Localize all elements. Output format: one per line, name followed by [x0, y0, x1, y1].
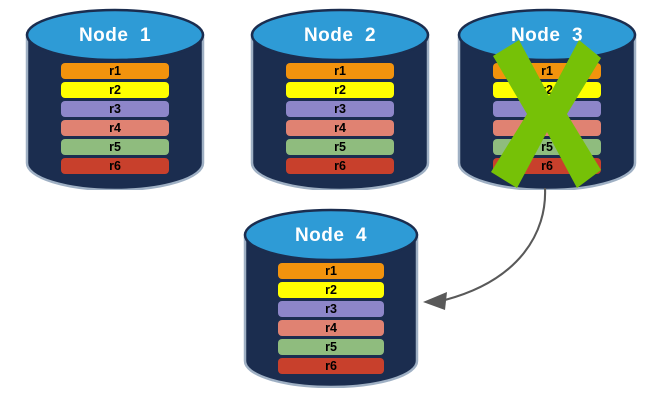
row-label: r5 — [109, 139, 121, 154]
row-label: r2 — [109, 82, 121, 97]
row-label: r3 — [334, 101, 346, 116]
node-1[interactable]: Node 1 r1 r2 r3 r4 r5 r6 — [25, 8, 205, 190]
row-label: r1 — [325, 263, 337, 278]
row-item[interactable]: r2 — [61, 82, 169, 98]
row-label: r2 — [541, 82, 553, 97]
row-label: r1 — [109, 63, 121, 78]
row-item[interactable]: r6 — [61, 158, 169, 174]
row-item[interactable]: r4 — [493, 120, 601, 136]
row-item[interactable]: r4 — [278, 320, 384, 336]
row-label: r3 — [541, 101, 553, 116]
row-item[interactable]: r3 — [286, 101, 394, 117]
row-item[interactable]: r5 — [61, 139, 169, 155]
row-item[interactable]: r3 — [493, 101, 601, 117]
row-item[interactable]: r4 — [61, 120, 169, 136]
row-item[interactable]: r6 — [493, 158, 601, 174]
row-item[interactable]: r2 — [286, 82, 394, 98]
row-label: r6 — [325, 358, 337, 373]
row-label: r6 — [334, 158, 346, 173]
row-item[interactable]: r3 — [61, 101, 169, 117]
row-item[interactable]: r3 — [278, 301, 384, 317]
row-item[interactable]: r1 — [61, 63, 169, 79]
node-4[interactable]: Node 4 r1 r2 r3 r4 r5 r6 — [243, 208, 419, 388]
row-label: r5 — [541, 139, 553, 154]
row-item[interactable]: r1 — [278, 263, 384, 279]
node-2[interactable]: Node 2 r1 r2 r3 r4 r5 r6 — [250, 8, 430, 190]
row-item[interactable]: r5 — [493, 139, 601, 155]
row-item[interactable]: r4 — [286, 120, 394, 136]
row-label: r4 — [325, 320, 337, 335]
row-label: r2 — [325, 282, 337, 297]
node-1-rows: r1 r2 r3 r4 r5 r6 — [25, 63, 205, 174]
node-3-rows: r1 r2 r3 r4 r5 r6 — [457, 63, 637, 174]
row-item[interactable]: r6 — [278, 358, 384, 374]
row-label: r4 — [109, 120, 121, 135]
row-label: r6 — [109, 158, 121, 173]
row-label: r1 — [541, 63, 553, 78]
node-3[interactable]: Node 3 r1 r2 r3 r4 r5 r6 — [457, 8, 637, 190]
row-item[interactable]: r2 — [278, 282, 384, 298]
node-4-rows: r1 r2 r3 r4 r5 r6 — [243, 263, 419, 374]
row-label: r4 — [334, 120, 346, 135]
row-label: r1 — [334, 63, 346, 78]
row-label: r3 — [325, 301, 337, 316]
row-label: r5 — [334, 139, 346, 154]
row-item[interactable]: r5 — [278, 339, 384, 355]
row-label: r6 — [541, 158, 553, 173]
node-2-rows: r1 r2 r3 r4 r5 r6 — [250, 63, 430, 174]
row-item[interactable]: r6 — [286, 158, 394, 174]
row-label: r3 — [109, 101, 121, 116]
row-item[interactable]: r1 — [493, 63, 601, 79]
row-label: r5 — [325, 339, 337, 354]
row-label: r4 — [541, 120, 553, 135]
row-label: r2 — [334, 82, 346, 97]
row-item[interactable]: r1 — [286, 63, 394, 79]
row-item[interactable]: r5 — [286, 139, 394, 155]
row-item[interactable]: r2 — [493, 82, 601, 98]
